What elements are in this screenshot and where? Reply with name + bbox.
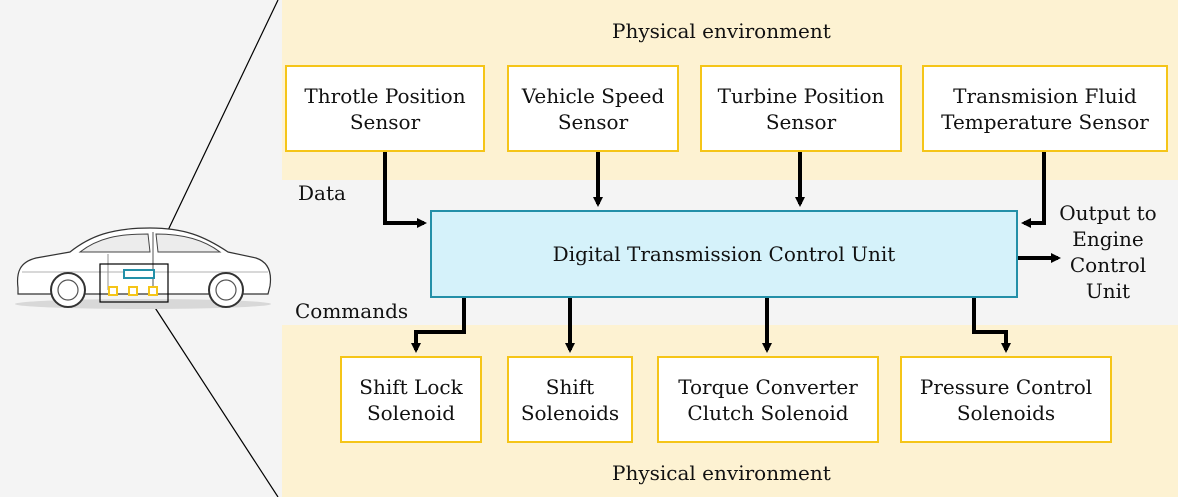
arrow-dtcu-to-shift-lock	[411, 298, 466, 353]
turbine-position-sensor-box: Turbine Position Sensor	[700, 65, 902, 152]
arrow-fluid-temp-to-dtcu	[1021, 152, 1046, 228]
arrow-throttle-to-dtcu	[383, 152, 427, 228]
shift-lock-solenoid-box: Shift Lock Solenoid	[340, 356, 482, 443]
digital-transmission-control-unit: Digital Transmission Control Unit	[430, 210, 1018, 298]
transmission-fluid-temperature-sensor-box: Transmision Fluid Temperature Sensor	[922, 65, 1168, 152]
bottom-region-label: Physical environment	[612, 461, 831, 485]
shift-solenoids-box: Shift Solenoids	[507, 356, 633, 443]
car-side-outline-icon	[15, 227, 272, 309]
throttle-position-sensor-box: Throtle Position Sensor	[285, 65, 485, 152]
output-label: Output to Engine Control Unit	[1059, 201, 1157, 303]
commands-label: Commands	[295, 299, 409, 323]
arrow-dtcu-to-pressure-control	[972, 298, 1011, 353]
pressure-control-solenoids-box: Pressure Control Solenoids	[900, 356, 1112, 443]
data-label: Data	[298, 181, 346, 205]
top-region-label: Physical environment	[612, 19, 831, 43]
torque-converter-clutch-solenoid-box: Torque Converter Clutch Solenoid	[657, 356, 879, 443]
vehicle-speed-sensor-box: Vehicle Speed Sensor	[507, 65, 679, 152]
